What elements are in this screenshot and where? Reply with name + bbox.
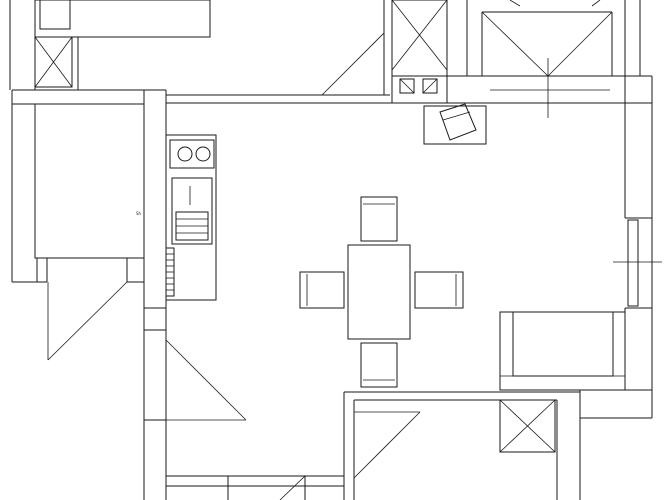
burner-icon — [177, 146, 193, 162]
small-mark-label: Sh — [136, 211, 142, 216]
door-center-left — [165, 339, 247, 421]
chair-right — [414, 271, 464, 309]
burner-icon — [195, 146, 211, 162]
door-left — [47, 281, 128, 361]
chair-bottom — [360, 342, 398, 388]
top-left-cabinet — [39, 0, 71, 30]
door-top-right-pair — [481, 0, 613, 118]
shaft-bottom-right — [499, 399, 556, 453]
door-bottom-left — [279, 475, 306, 500]
sink — [171, 177, 213, 245]
window-right — [613, 219, 662, 307]
stove — [169, 139, 215, 169]
kitchen: Sh — [136, 134, 217, 301]
door-bottom-mid — [353, 411, 421, 479]
radiator — [165, 247, 175, 297]
armchair — [423, 103, 487, 145]
left-room — [34, 103, 145, 259]
dining-table — [347, 244, 411, 340]
sofa — [499, 311, 626, 391]
shaft-top-left — [34, 36, 73, 88]
chair-left — [299, 271, 345, 309]
top-left-room — [34, 0, 211, 38]
chair-top — [360, 196, 398, 242]
shaft-top-center — [391, 0, 448, 77]
kitchen-counter — [165, 134, 217, 301]
vent-squares — [399, 78, 438, 94]
walls — [9, 0, 653, 500]
dining-set — [299, 196, 464, 388]
doors — [47, 0, 662, 500]
shafts — [34, 0, 556, 453]
door-top — [321, 32, 385, 96]
